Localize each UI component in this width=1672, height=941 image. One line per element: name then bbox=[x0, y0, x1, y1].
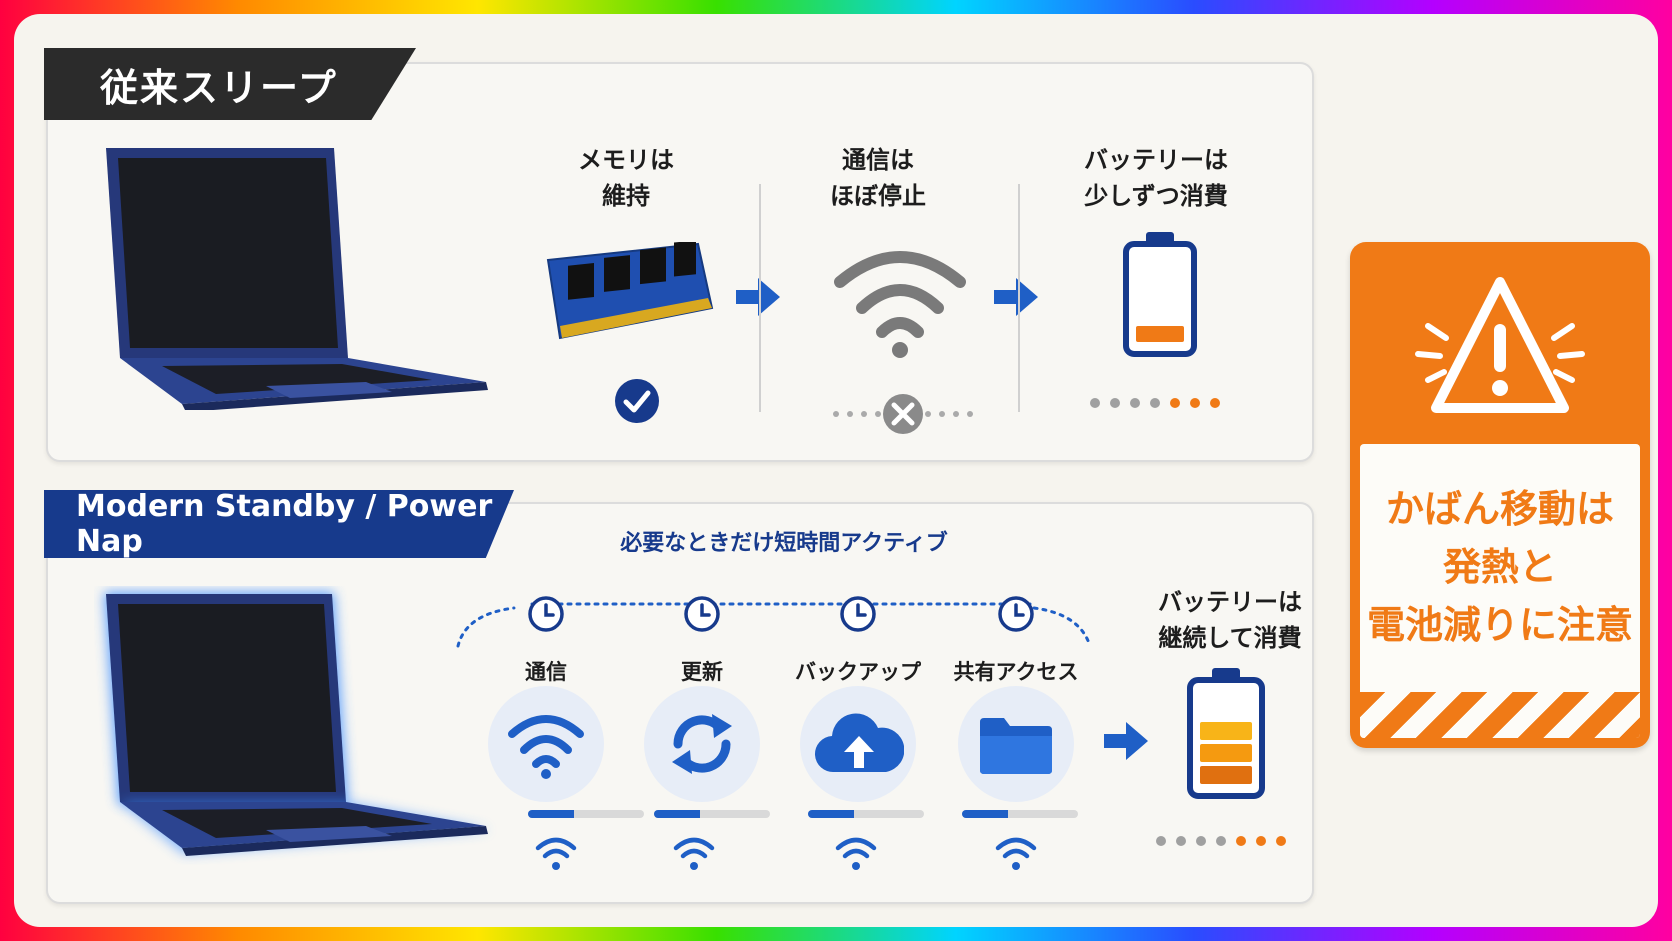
clock-icon bbox=[684, 596, 720, 632]
modern-standby-title: Modern Standby / Power Nap bbox=[44, 490, 514, 558]
wifi-small-icon bbox=[995, 837, 1037, 870]
disconnected-icon bbox=[833, 394, 973, 434]
activity-label-communication: 通信 bbox=[525, 660, 567, 684]
arrow-right-icon bbox=[1104, 722, 1148, 760]
battery-drain-dots bbox=[1156, 836, 1286, 846]
activity-circle bbox=[644, 686, 760, 802]
sync-icon bbox=[672, 714, 732, 774]
clock-icon bbox=[840, 596, 876, 632]
clock-icon bbox=[528, 596, 564, 632]
wifi-small-icon bbox=[535, 837, 577, 870]
active-subtitle: 必要なときだけ短時間アクティブ bbox=[620, 531, 948, 556]
battery-medium-icon bbox=[1187, 668, 1265, 799]
laptop-icon bbox=[104, 592, 490, 856]
wifi-small-icon bbox=[673, 837, 715, 870]
hazard-stripes bbox=[1360, 692, 1640, 738]
wifi-icon bbox=[508, 715, 584, 779]
battery-low-icon bbox=[1123, 232, 1197, 357]
folder-icon bbox=[980, 718, 1052, 774]
cloud-upload-icon bbox=[814, 713, 904, 773]
arrow-right-icon bbox=[994, 278, 1038, 316]
warning-text: かばん移動は 発熱と 電池減りに注意 bbox=[1366, 487, 1633, 647]
battery-label: バッテリーは 継続して消費 bbox=[1158, 588, 1302, 652]
clock-icon bbox=[998, 596, 1034, 632]
warning-body: かばん移動は 発熱と 電池減りに注意 bbox=[1360, 444, 1640, 738]
activity-progress-bar bbox=[654, 810, 770, 818]
activity-label-backup: バックアップ bbox=[795, 660, 921, 684]
wifi-icon bbox=[834, 251, 966, 358]
activity-progress-bar bbox=[528, 810, 644, 818]
communication-label: 通信は ほぼ停止 bbox=[830, 146, 926, 210]
memory-module-icon bbox=[546, 242, 714, 340]
battery-drain-dots bbox=[1090, 398, 1220, 408]
activity-circle bbox=[488, 686, 604, 802]
divider bbox=[1018, 184, 1020, 412]
activity-label-update: 更新 bbox=[681, 660, 723, 684]
activity-progress-bar bbox=[962, 810, 1078, 818]
warning-icon bbox=[1415, 277, 1585, 413]
battery-label: バッテリーは 少しずつ消費 bbox=[1084, 146, 1228, 210]
memory-label: メモリは 維持 bbox=[578, 146, 674, 210]
warning-card: かばん移動は 発熱と 電池減りに注意 bbox=[1350, 242, 1650, 748]
arrow-right-icon bbox=[736, 278, 780, 316]
wifi-small-icon bbox=[835, 837, 877, 870]
check-icon bbox=[615, 379, 659, 423]
laptop-icon bbox=[106, 148, 488, 410]
activity-label-shared-access: 共有アクセス bbox=[953, 660, 1079, 684]
timeline-connector bbox=[456, 602, 1092, 648]
activity-progress-bar bbox=[808, 810, 924, 818]
divider bbox=[759, 184, 761, 412]
traditional-sleep-title: 従来スリープ bbox=[44, 48, 416, 120]
canvas: 従来スリープ メモリは 維持 通信は ほぼ停止 bbox=[14, 14, 1658, 927]
